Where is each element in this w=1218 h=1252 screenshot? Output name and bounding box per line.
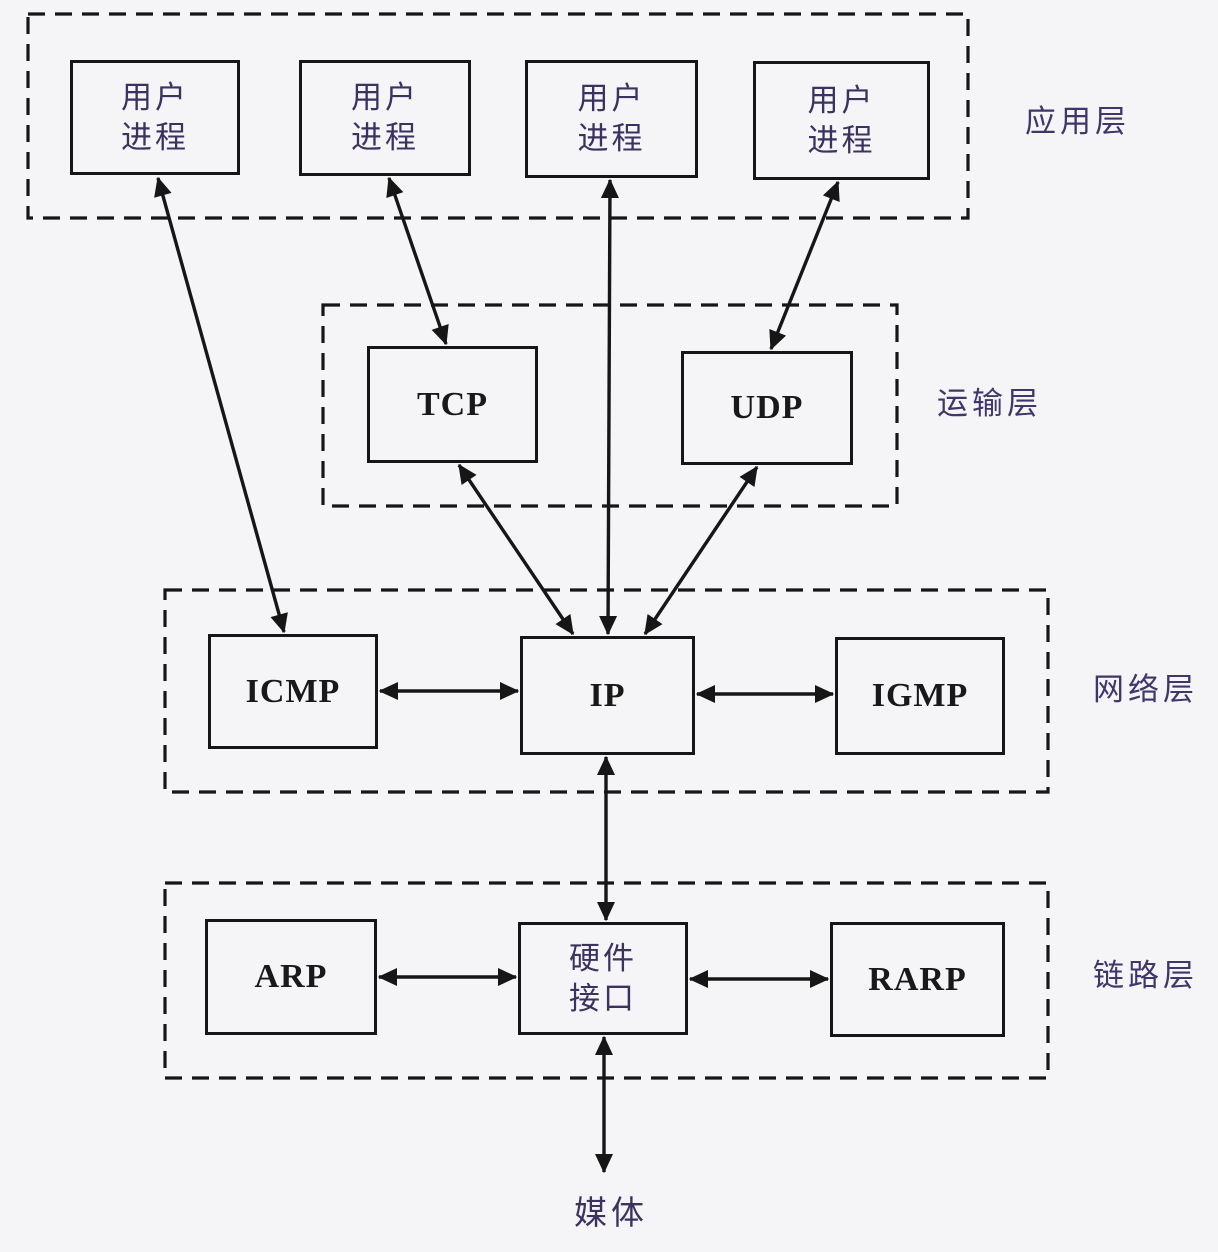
node-arp: ARP (205, 919, 377, 1035)
node-user-process-4-label: 用户 进程 (807, 82, 876, 158)
node-ip-label: IP (589, 676, 626, 714)
node-igmp: IGMP (835, 637, 1005, 755)
node-user-process-1: 用户 进程 (70, 60, 240, 175)
node-user-process-2: 用户 进程 (299, 60, 471, 176)
node-user-process-2-label: 用户 进程 (351, 80, 419, 155)
node-arp-label: ARP (254, 958, 328, 995)
arrow-up3-ip (599, 178, 619, 636)
arrow-udp-ip (643, 465, 759, 636)
node-icmp-label: ICMP (245, 672, 341, 710)
node-tcp: TCP (367, 346, 538, 463)
media-label: 媒体 (574, 1196, 648, 1232)
node-igmp-label: IGMP (871, 677, 969, 714)
node-user-process-4: 用户 进程 (753, 61, 930, 180)
layer-label-application: 应用层 (1025, 104, 1130, 139)
layer-label-network: 网络层 (1093, 672, 1198, 707)
node-udp: UDP (681, 351, 853, 465)
node-user-process-1-label: 用户 进程 (121, 79, 189, 155)
arrow-tcp-ip (457, 463, 575, 636)
layer-label-transport: 运输层 (937, 386, 1042, 421)
node-ip: IP (520, 636, 695, 755)
node-tcp-label: TCP (417, 385, 488, 423)
node-user-process-3: 用户 进程 (525, 60, 698, 178)
node-udp-label: UDP (730, 389, 804, 426)
layer-label-link: 链路层 (1093, 958, 1198, 993)
arrow-up4-udp (769, 180, 840, 351)
node-icmp: ICMP (208, 634, 378, 749)
node-rarp-label: RARP (868, 960, 967, 998)
node-hardware-interface: 硬件 接口 (518, 922, 688, 1035)
node-hardware-interface-label: 硬件 接口 (569, 940, 637, 1016)
node-user-process-3-label: 用户 进程 (577, 81, 646, 156)
layer-boundary-application (26, 12, 970, 220)
node-rarp: RARP (830, 922, 1005, 1037)
arrow-up1-icmp (154, 176, 288, 634)
arrow-up2-tcp (386, 176, 449, 346)
